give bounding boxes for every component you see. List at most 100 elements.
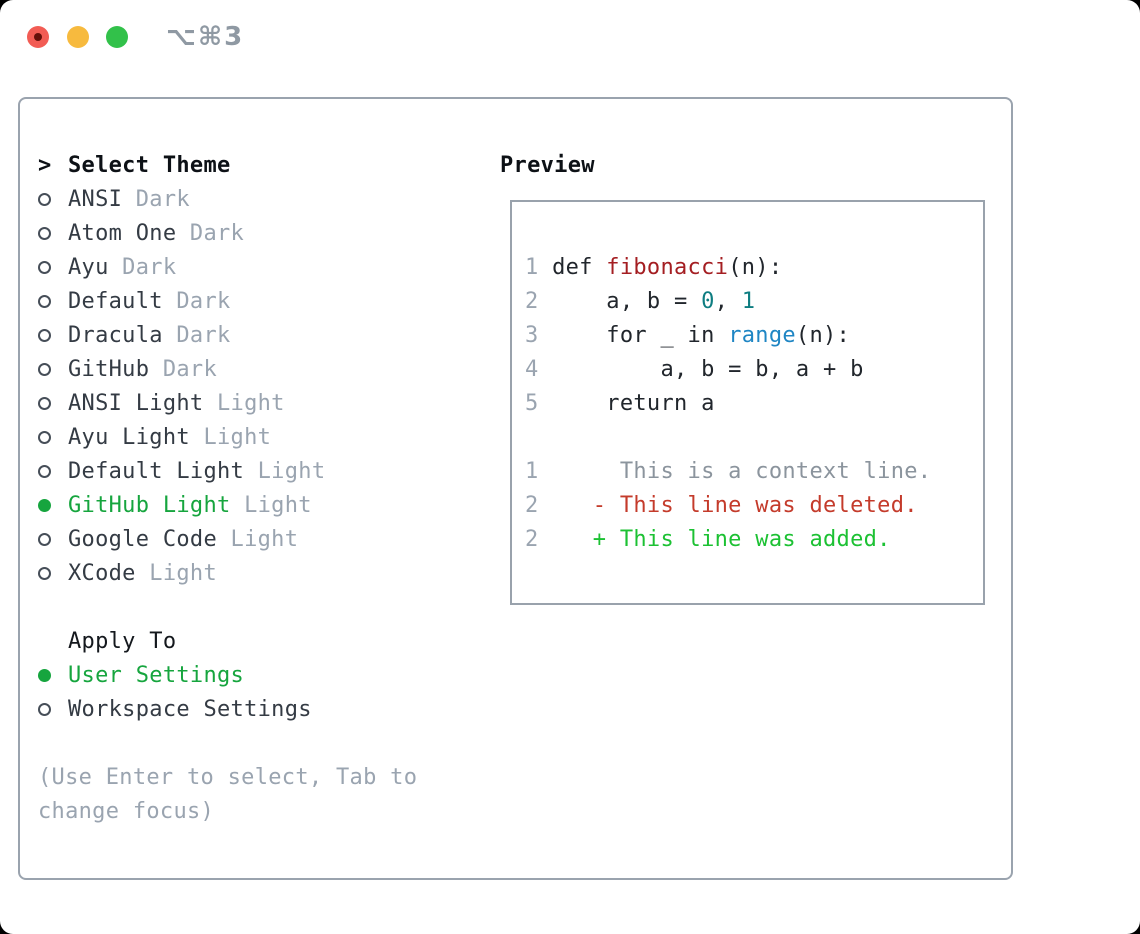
code-token: + This line was added. (552, 526, 891, 552)
preview-line: 2 - This line was deleted. (525, 488, 931, 522)
line-number: 3 (525, 322, 553, 348)
theme-variant-badge: Light (135, 560, 218, 586)
preview-line: 4 a, b = b, a + b (525, 352, 931, 386)
theme-variant-badge: Light (203, 390, 285, 416)
theme-variant-badge: Light (244, 458, 326, 484)
code-token: return a (552, 390, 715, 416)
radio-icon (38, 464, 68, 478)
preview-title: Preview (500, 152, 595, 178)
line-number: 2 (525, 526, 553, 552)
theme-name: Atom One (68, 220, 177, 246)
preview-line: 3 for _ in range(n): (525, 318, 931, 352)
theme-option[interactable]: Ayu Light Light (38, 420, 417, 454)
zoom-button[interactable] (106, 26, 128, 48)
theme-variant-badge: Light (230, 492, 312, 518)
radio-icon (38, 328, 68, 342)
line-number: 2 (525, 288, 553, 314)
hint-text: (Use Enter to select, Tab to (38, 764, 418, 790)
line-number: 4 (525, 356, 553, 382)
preview-line: 2 + This line was added. (525, 522, 931, 556)
code-token: - This line was deleted. (552, 492, 918, 518)
code-token: for _ in (552, 322, 729, 348)
theme-variant-badge: Light (217, 526, 299, 552)
code-token: (n): (728, 254, 783, 280)
preview-line: 2 a, b = 0, 1 (525, 284, 931, 318)
code-token: fibonacci (606, 254, 729, 280)
theme-variant-badge: Light (189, 424, 272, 450)
theme-variant-badge: Dark (149, 356, 218, 382)
theme-name: ANSI (68, 186, 123, 212)
theme-list-header: >Select Theme (38, 148, 417, 182)
theme-option[interactable]: Default Light Light (38, 454, 417, 488)
theme-name: Default Light (68, 458, 245, 484)
theme-variant-badge: Dark (122, 186, 190, 212)
theme-variant-badge: Dark (162, 288, 231, 314)
spacer (38, 590, 417, 624)
theme-name: Ayu Light (68, 424, 190, 450)
theme-option[interactable]: ANSI Light Light (38, 386, 417, 420)
radio-selected-icon (38, 668, 68, 682)
minimize-button[interactable] (67, 26, 89, 48)
hint-line: (Use Enter to select, Tab to (38, 760, 417, 794)
preview-line: 1 This is a context line. (525, 454, 931, 488)
code-token: , (714, 288, 742, 314)
apply-to-name: User Settings (68, 662, 245, 688)
theme-option[interactable]: GitHub Light Light (38, 488, 417, 522)
line-number: 1 (525, 458, 553, 484)
apply-to-name: Workspace Settings (68, 696, 312, 722)
code-token: 1 (741, 288, 756, 314)
code-token: a, b = (552, 288, 702, 314)
code-token: def (552, 254, 607, 280)
titlebar: ⌥⌘3 (0, 0, 1140, 97)
theme-option[interactable]: Atom One Dark (38, 216, 417, 250)
theme-name: Ayu (68, 254, 109, 280)
preview-line: 1 def fibonacci(n): (525, 250, 931, 284)
theme-name: GitHub (68, 356, 150, 382)
line-number: 5 (525, 390, 553, 416)
theme-name: ANSI Light (68, 390, 204, 416)
theme-variant-badge: Dark (108, 254, 177, 280)
preview-line: 5 return a (525, 386, 931, 420)
radio-icon (38, 362, 68, 376)
radio-icon (38, 702, 68, 716)
hint-text: change focus) (38, 798, 215, 824)
line-number: 1 (525, 254, 553, 280)
theme-name: Google Code (68, 526, 217, 552)
code-token: a, b = b, a + b (552, 356, 864, 382)
theme-name: Dracula (68, 322, 163, 348)
code-token: (n): (795, 322, 851, 348)
radio-icon (38, 396, 68, 410)
radio-selected-icon (38, 498, 68, 512)
apply-to-title: Apply To (68, 628, 177, 654)
radio-icon (38, 294, 68, 308)
close-button[interactable] (27, 26, 49, 48)
hint-line: change focus) (38, 794, 417, 828)
radio-icon (38, 226, 68, 240)
radio-icon (38, 532, 68, 546)
theme-option[interactable]: Dracula Dark (38, 318, 417, 352)
theme-option[interactable]: Default Dark (38, 284, 417, 318)
theme-option[interactable]: GitHub Dark (38, 352, 417, 386)
radio-icon (38, 192, 68, 206)
radio-icon (38, 566, 68, 580)
apply-to-option[interactable]: User Settings (38, 658, 417, 692)
apply-to-option[interactable]: Workspace Settings (38, 692, 417, 726)
theme-name: XCode (68, 560, 136, 586)
theme-option[interactable]: XCode Light (38, 556, 417, 590)
radio-icon (38, 430, 68, 444)
unsaved-dot-icon (34, 33, 42, 41)
line-number: 2 (525, 492, 553, 518)
theme-option[interactable]: Ayu Dark (38, 250, 417, 284)
theme-list-title: Select Theme (68, 152, 231, 178)
code-token: 0 (701, 288, 715, 314)
theme-option[interactable]: ANSI Dark (38, 182, 417, 216)
preview-line (525, 420, 931, 454)
theme-option[interactable]: Google Code Light (38, 522, 417, 556)
apply-to-header: Apply To (38, 624, 417, 658)
radio-icon (38, 260, 68, 274)
